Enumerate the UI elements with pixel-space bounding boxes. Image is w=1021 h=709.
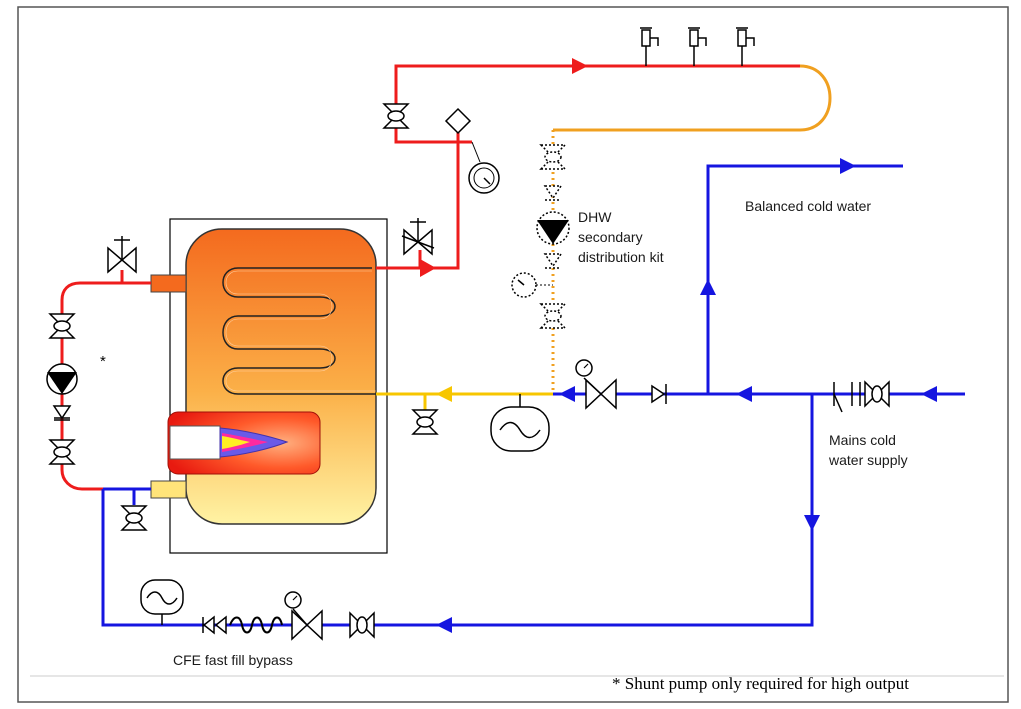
pressure-relief-valve-left-icon bbox=[107, 236, 137, 274]
check-valve-main-icon bbox=[651, 384, 667, 404]
drain-valve-icon bbox=[411, 409, 439, 435]
cold-inlet-boss bbox=[150, 480, 187, 499]
dhw-kit-label-line3: distribution kit bbox=[578, 249, 664, 265]
flame-tip bbox=[222, 436, 250, 449]
dhw-kit-valve-upper-icon bbox=[539, 144, 567, 170]
footnote: * Shunt pump only required for high outp… bbox=[612, 674, 910, 693]
outer-border bbox=[17, 6, 1009, 703]
pressure-reducing-valve-icon bbox=[575, 359, 617, 410]
burner-housing bbox=[169, 425, 221, 460]
isolation-valve-shunt-upper-icon bbox=[48, 313, 76, 339]
dhw-kit-label-line1: DHW bbox=[578, 209, 612, 225]
cold-flow-arrow-main bbox=[921, 386, 937, 402]
isolation-valve-icon bbox=[382, 103, 410, 129]
dhw-secondary-pump-icon bbox=[536, 211, 570, 245]
feed-arrow bbox=[436, 386, 452, 402]
hot-return-loop bbox=[553, 64, 832, 132]
bypass-down-arrow bbox=[804, 515, 820, 531]
bypass-isolation-valve-icon bbox=[349, 611, 375, 639]
check-valve-shunt-icon bbox=[52, 405, 72, 420]
hot-flow-arrow bbox=[572, 58, 588, 74]
shunt-pump-asterisk: * bbox=[100, 353, 106, 370]
pressure-gauge-icon bbox=[468, 141, 500, 194]
mains-supply-label-line2: water supply bbox=[829, 452, 908, 468]
drain-valve-lower-icon bbox=[120, 489, 148, 531]
tap-icon bbox=[640, 27, 659, 66]
bypass-pressure-valve-icon bbox=[284, 591, 323, 641]
shunt-pump-icon bbox=[46, 363, 78, 395]
hot-flow-arrow-2 bbox=[420, 259, 436, 277]
dhw-kit-valve-lower-icon bbox=[539, 303, 567, 329]
isolation-valve-shunt-lower-icon bbox=[48, 439, 76, 465]
balanced-cold-water-label: Balanced cold water bbox=[745, 198, 872, 214]
tap-icon bbox=[736, 27, 755, 66]
expansion-vessel-icon bbox=[490, 394, 550, 452]
dhw-kit-check-valve-lower-icon bbox=[543, 253, 563, 269]
balanced-out-arrow bbox=[840, 158, 856, 174]
strainer-icon bbox=[833, 382, 861, 413]
air-vent-icon bbox=[444, 107, 472, 135]
cfe-bypass-label: CFE fast fill bypass bbox=[173, 652, 293, 668]
bypass-left-arrow bbox=[436, 617, 452, 633]
tap-icon bbox=[688, 27, 707, 66]
pressure-relief-valve-right-icon bbox=[401, 218, 435, 256]
cylinder-body bbox=[185, 228, 377, 525]
bypass-check-valves-icon bbox=[202, 615, 227, 635]
mains-isolation-valve-icon bbox=[864, 380, 890, 408]
balanced-up-arrow bbox=[700, 279, 716, 295]
hot-outlet-boss bbox=[150, 274, 187, 293]
cold-water-pipework bbox=[101, 164, 965, 627]
dhw-kit-timer-icon bbox=[511, 272, 553, 298]
heating-coil bbox=[222, 267, 376, 395]
cold-flow-arrow-left bbox=[559, 386, 575, 402]
dhw-kit-label-line2: secondary bbox=[578, 229, 643, 245]
heating-coil-inner bbox=[225, 270, 376, 392]
bypass-expansion-vessel-icon bbox=[140, 579, 184, 625]
bypass-flexible-hose-icon bbox=[229, 616, 283, 634]
dhw-kit-check-valve-icon bbox=[543, 185, 563, 201]
mains-supply-label-line1: Mains cold bbox=[829, 432, 896, 448]
cold-flow-arrow-mid bbox=[736, 386, 752, 402]
